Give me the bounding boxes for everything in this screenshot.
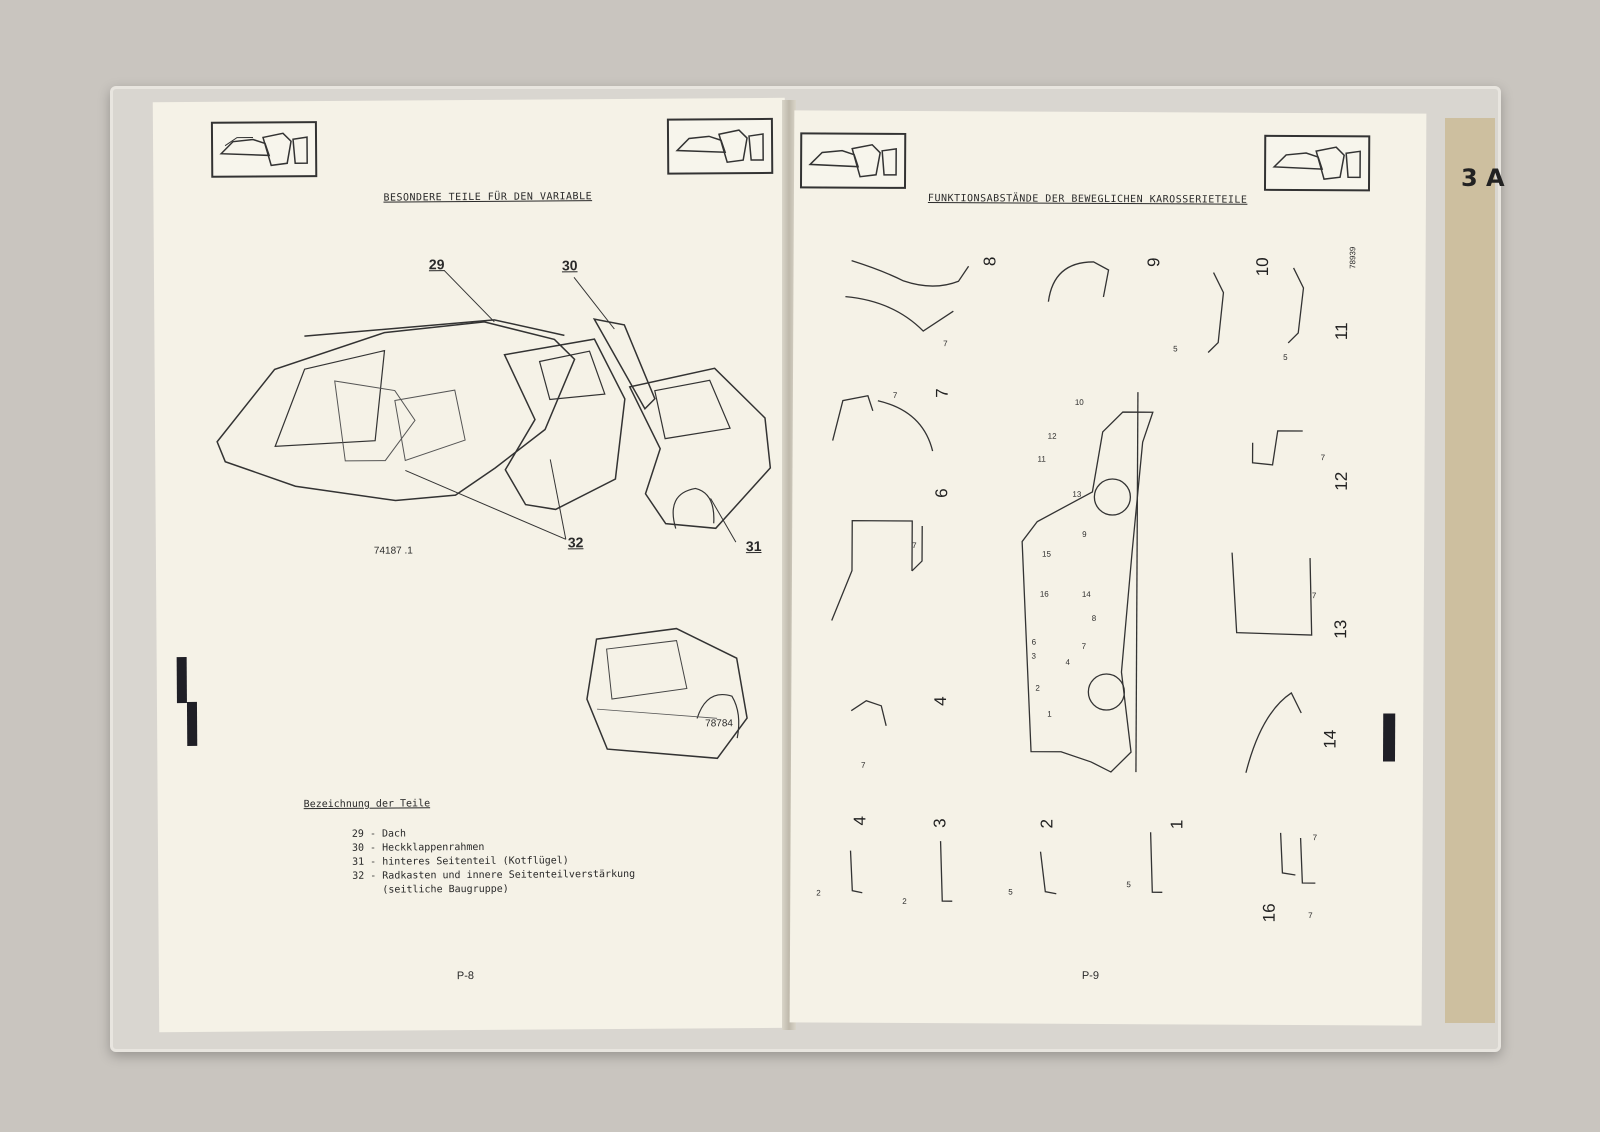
car-label-16: 16: [1039, 589, 1049, 599]
callout-32: 32: [567, 534, 584, 551]
legend-line: 29 - Dach: [351, 828, 407, 840]
gap-value: 7: [892, 390, 898, 400]
car-label-8: 8: [1091, 613, 1097, 623]
car-label-12: 12: [1047, 431, 1057, 441]
gap-value: 2: [816, 888, 821, 898]
binder-spine-tab: [1445, 118, 1495, 1023]
car-label-15: 15: [1042, 549, 1052, 559]
figure-4: 4: [850, 815, 870, 826]
car-body-logo-icon: [808, 143, 897, 178]
gap-value: 5: [1126, 880, 1131, 890]
car-label-3: 3: [1031, 651, 1037, 661]
figure-16: 16: [1259, 903, 1279, 923]
gap-value: 7: [912, 540, 917, 550]
figure-3: 3: [930, 818, 950, 828]
legend-line: (seitliche Baugruppe): [352, 883, 509, 896]
legend-line: 30 - Heckklappenrahmen: [351, 841, 485, 854]
section-logo: [799, 132, 907, 189]
left-page: BESONDERE TEILE FÜR DEN VARIABLE 29 30 3…: [152, 97, 792, 1033]
callout-31: 31: [745, 537, 762, 555]
gap-value: 5: [1173, 344, 1178, 354]
figure-9: 8: [980, 256, 1000, 267]
figure-code: 78784: [705, 718, 733, 730]
page-marker: [186, 701, 198, 746]
gap-value: 2: [902, 896, 907, 906]
page-marker: [1382, 713, 1396, 762]
callout-30: 30: [561, 257, 578, 274]
legend-title: Bezeichnung der Teile: [303, 798, 431, 811]
car-label-6: 6: [1031, 637, 1037, 647]
car-label-1: 1: [1047, 709, 1052, 719]
figure-6: 4: [931, 696, 951, 706]
car-label-4: 4: [1065, 657, 1070, 667]
car-label-10: 10: [1074, 397, 1084, 407]
figure-10: 9: [1144, 257, 1164, 268]
figure-14: 13: [1331, 619, 1351, 639]
callout-29: 29: [428, 256, 445, 273]
car-label-13: 13: [1072, 489, 1082, 499]
page-number: P-8: [456, 969, 475, 983]
figure-8: 7: [932, 388, 952, 398]
gap-value: 7: [1312, 833, 1318, 843]
figure-1: 1: [1167, 819, 1187, 830]
legend-line: 31 - hinteres Seitenteil (Kotflügel): [352, 855, 569, 868]
car-label-9: 9: [1082, 529, 1087, 539]
section-logo-right: [666, 117, 774, 175]
legend-line: 32 - Radkasten und innere Seitenteilvers…: [352, 868, 636, 882]
car-label-7: 7: [1081, 641, 1087, 651]
gap-value: 7: [1311, 591, 1317, 601]
page-number: P-9: [1081, 969, 1100, 982]
section-logo: [210, 121, 318, 178]
car-label-2: 2: [1035, 683, 1040, 693]
exploded-body-drawing: [216, 269, 772, 760]
figure-13: 12: [1331, 471, 1351, 491]
car-body-logo-icon: [219, 132, 308, 167]
right-page: FUNKTIONSABSTÄNDE DER BEWEGLICHEN KAROSS…: [789, 110, 1427, 1026]
figure-code: 74187 .1: [373, 545, 413, 557]
gap-value: 7: [1308, 911, 1313, 921]
section-logo-right: [1263, 134, 1371, 192]
car-label-11: 11: [1037, 454, 1046, 464]
gap-value: 7: [1320, 453, 1326, 463]
figure-11: 10: [1252, 257, 1273, 277]
gap-value: 7: [860, 760, 866, 770]
car-body-logo-icon: [1272, 146, 1361, 180]
figure-12: 11: [1332, 322, 1352, 341]
figure-7: 6: [932, 488, 952, 498]
gap-value: 5: [1283, 352, 1288, 362]
gap-section-drawings: [831, 260, 1316, 902]
car-label-14: 14: [1081, 589, 1091, 599]
gap-value: 7: [943, 339, 948, 349]
page-marker: [176, 656, 187, 704]
car-body-logo-icon: [675, 129, 764, 164]
figure-15: 14: [1320, 729, 1340, 749]
gap-value: 5: [1008, 887, 1013, 897]
figure-2: 2: [1037, 818, 1057, 829]
binder-tab-label: 3 A: [1461, 164, 1505, 192]
